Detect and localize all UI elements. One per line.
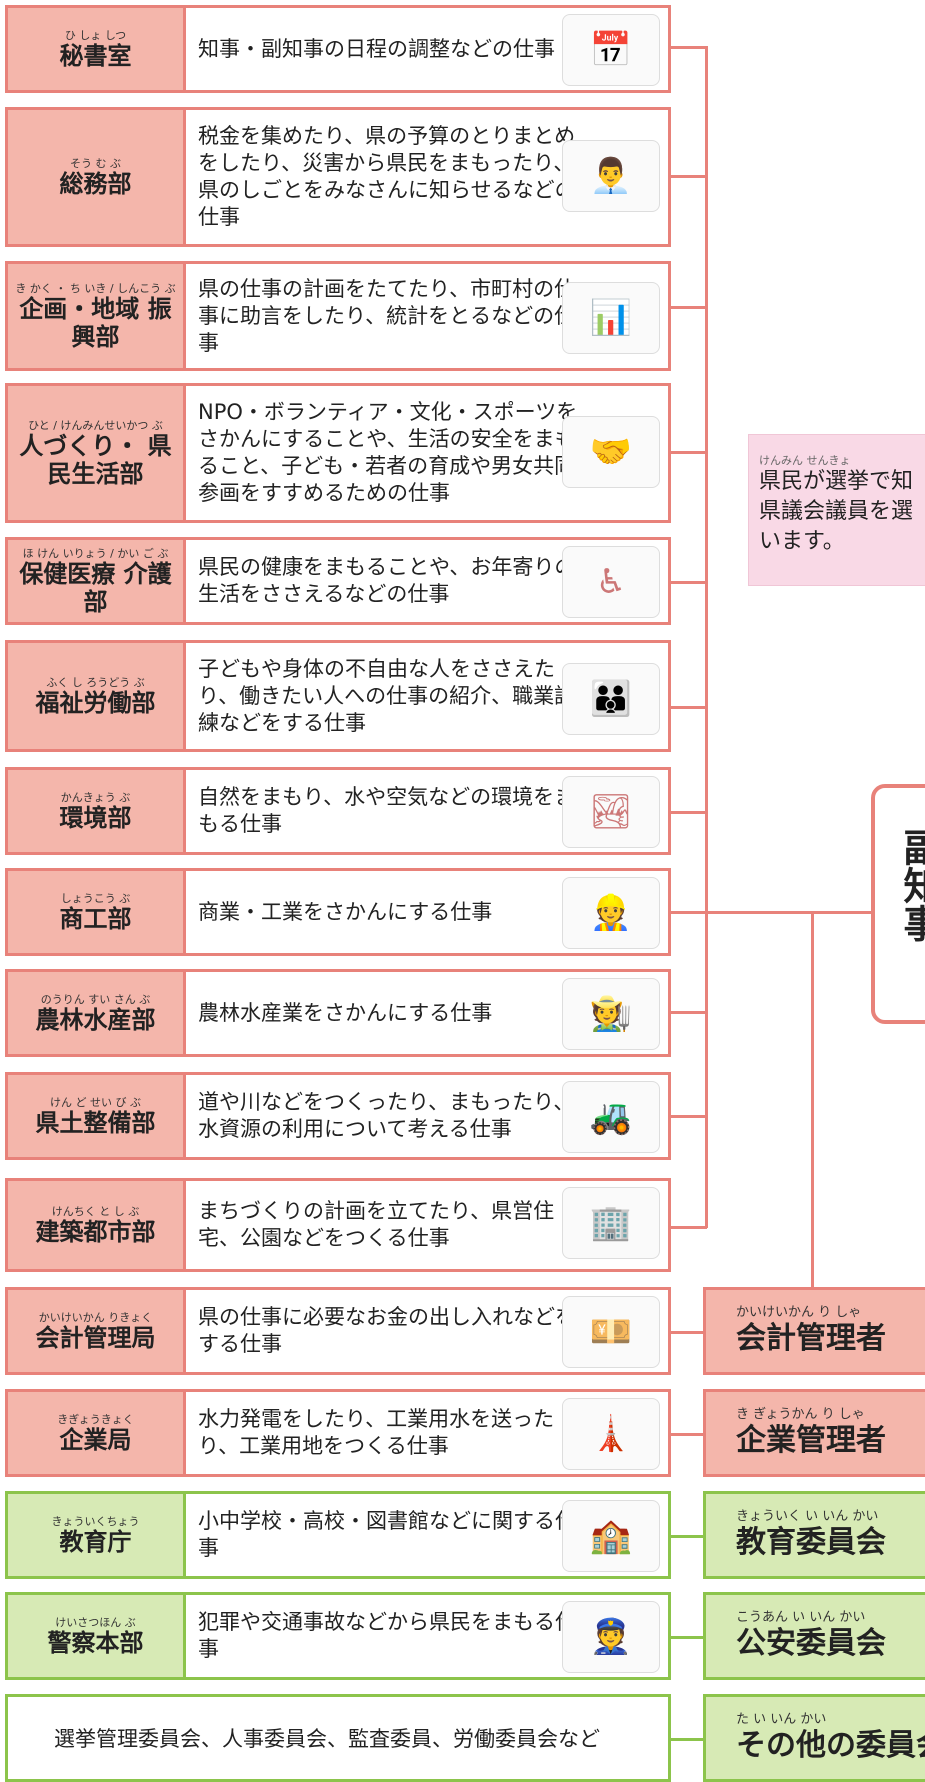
enterprise-link-line bbox=[671, 1433, 703, 1436]
dept-desc-commerce: 商業・工業をさかんにする仕事 👷 bbox=[186, 871, 668, 953]
police-link-line bbox=[671, 1636, 703, 1639]
dept-desc-health: 県民の健康をまもることや、お年寄りの生活をささえるなどの仕事 ♿ bbox=[186, 540, 668, 622]
dept-desc-community: NPO・ボランティア・文化・スポーツをさかんにすることや、生活の安全をまもること… bbox=[186, 386, 668, 520]
roller-icon: 🚜 bbox=[562, 1081, 660, 1153]
dept-name-community: ひと / けんみんせいかつ ぶ 人づくり・ 県民生活部 bbox=[8, 386, 186, 520]
dept-desc-environment: 自然をまもり、水や空気などの環境をまもる仕事 🏞 bbox=[186, 770, 668, 852]
dept-desc-welfare: 子どもや身体の不自由な人をささえたり、働きたい人への仕事の紹介、職業訓練などをす… bbox=[186, 643, 668, 749]
other-link-line bbox=[671, 1738, 703, 1741]
dept-row-architecture: けんちく と し ぶ 建築都市部 まちづくりの計画を立てたり、県営住宅、公園など… bbox=[5, 1178, 671, 1272]
branch-line bbox=[671, 175, 707, 178]
dept-name-commerce: しょうこう ぶ 商工部 bbox=[8, 871, 186, 953]
dept-name-land: けん ど せい び ぶ 県土整備部 bbox=[8, 1075, 186, 1157]
branch-line bbox=[671, 581, 707, 584]
dept-name-welfare: ふく し ろうどう ぶ 福祉労働部 bbox=[8, 643, 186, 749]
family-icon: 👪 bbox=[562, 663, 660, 735]
handshake-icon: 🤝 bbox=[562, 416, 660, 488]
committee-public-safety: こうあん い いん かい 公安委員会 bbox=[703, 1592, 925, 1680]
committee-accounting-manager: かいけいかん り しゃ 会計管理者 bbox=[703, 1287, 925, 1375]
dept-row-planning: き かく ・ ち いき / しんこう ぶ 企画・地域 振興部 県の仕事の計画をた… bbox=[5, 261, 671, 371]
calendar-icon: 📅 bbox=[562, 14, 660, 86]
dept-row-education: きょういくちょう 教育庁 小中学校・高校・図書館などに関する仕事 🏫 bbox=[5, 1491, 671, 1579]
branch-line bbox=[671, 811, 707, 814]
dept-name-police: けいさつほん ぶ 警察本部 bbox=[8, 1595, 186, 1677]
dept-row-secretary: ひ しょ しつ 秘書室 知事・副知事の日程の調整などの仕事 📅 bbox=[5, 5, 671, 93]
committee-education: きょういく い いん かい 教育委員会 bbox=[703, 1491, 925, 1579]
dept-desc-enterprise: 水力発電をしたり、工業用水を送ったり、工業用地をつくる仕事 🗼 bbox=[186, 1392, 668, 1474]
dept-desc-planning: 県の仕事の計画をたてたり、市町村の仕事に助言をしたり、統計をとるなどの仕事 📊 bbox=[186, 264, 668, 368]
dept-row-community: ひと / けんみんせいかつ ぶ 人づくり・ 県民生活部 NPO・ボランティア・文… bbox=[5, 383, 671, 523]
dept-name-accounting: かいけいかん りきょく 会計管理局 bbox=[8, 1290, 186, 1372]
school-icon: 🏫 bbox=[562, 1500, 660, 1572]
officer-icon: 👨‍💼 bbox=[562, 140, 660, 212]
election-note: けんみん せんきょ 県民が選挙で知 県議会議員を選 います。 bbox=[748, 434, 925, 586]
committee-other: た い いん かい その他の委員会 bbox=[703, 1694, 925, 1782]
vice-governor-box: 副知事 bbox=[871, 784, 925, 1024]
dept-row-agriculture: のうりん すい さん ぶ 農林水産部 農林水産業をさかんにする仕事 🧑‍🌾 bbox=[5, 969, 671, 1057]
dept-name-architecture: けんちく と し ぶ 建築都市部 bbox=[8, 1181, 186, 1269]
dept-name-agriculture: のうりん すい さん ぶ 農林水産部 bbox=[8, 972, 186, 1054]
branch-line bbox=[671, 1226, 707, 1229]
dept-row-environment: かんきょう ぶ 環境部 自然をまもり、水や空気などの環境をまもる仕事 🏞 bbox=[5, 767, 671, 855]
governor-drop-line bbox=[811, 911, 814, 1291]
dept-row-commerce: しょうこう ぶ 商工部 商業・工業をさかんにする仕事 👷 bbox=[5, 868, 671, 956]
dept-desc-police: 犯罪や交通事故などから県民をまもる仕事 👮 bbox=[186, 1595, 668, 1677]
committee-enterprise-manager: き ぎょうかん り しゃ 企業管理者 bbox=[703, 1389, 925, 1477]
building-icon: 🏢 bbox=[562, 1187, 660, 1259]
branch-line bbox=[671, 911, 707, 914]
education-link-line bbox=[671, 1535, 703, 1538]
branch-line bbox=[671, 306, 707, 309]
dept-row-general-affairs: そう む ぶ 総務部 税金を集めたり、県の予算のとりまとめをしたり、災害から県民… bbox=[5, 107, 671, 247]
dept-desc-agriculture: 農林水産業をさかんにする仕事 🧑‍🌾 bbox=[186, 972, 668, 1054]
dept-name-planning: き かく ・ ち いき / しんこう ぶ 企画・地域 振興部 bbox=[8, 264, 186, 368]
branch-line bbox=[671, 46, 707, 49]
other-committees-list: 選挙管理委員会、人事委員会、監査委員、労働委員会など bbox=[5, 1694, 671, 1782]
governor-link-line bbox=[707, 911, 871, 914]
dept-row-land: けん ど せい び ぶ 県土整備部 道や川などをつくったり、まもったり、水資源の… bbox=[5, 1072, 671, 1160]
dept-name-education: きょういくちょう 教育庁 bbox=[8, 1494, 186, 1576]
river-icon: 🏞 bbox=[562, 776, 660, 848]
dept-name-environment: かんきょう ぶ 環境部 bbox=[8, 770, 186, 852]
money-icon: 💴 bbox=[562, 1296, 660, 1368]
branch-line bbox=[671, 451, 707, 454]
dept-desc-general-affairs: 税金を集めたり、県の予算のとりまとめをしたり、災害から県民をまもったり、県のしご… bbox=[186, 110, 668, 244]
worker-icon: 👷 bbox=[562, 877, 660, 949]
dept-name-secretary: ひ しょ しつ 秘書室 bbox=[8, 8, 186, 90]
branch-line bbox=[671, 1011, 707, 1014]
branch-line bbox=[671, 1115, 707, 1118]
dept-row-enterprise: きぎょうきょく 企業局 水力発電をしたり、工業用水を送ったり、工業用地をつくる仕… bbox=[5, 1389, 671, 1477]
farmer-icon: 🧑‍🌾 bbox=[562, 978, 660, 1050]
dept-desc-education: 小中学校・高校・図書館などに関する仕事 🏫 bbox=[186, 1494, 668, 1576]
dept-desc-land: 道や川などをつくったり、まもったり、水資源の利用について考える仕事 🚜 bbox=[186, 1075, 668, 1157]
dept-desc-architecture: まちづくりの計画を立てたり、県営住宅、公園などをつくる仕事 🏢 bbox=[186, 1181, 668, 1269]
dept-name-general-affairs: そう む ぶ 総務部 bbox=[8, 110, 186, 244]
accounting-link-line bbox=[671, 1331, 703, 1334]
trunk-line bbox=[705, 46, 708, 1228]
wheelchair-icon: ♿ bbox=[562, 546, 660, 618]
tower-icon: 🗼 bbox=[562, 1398, 660, 1470]
dept-row-police: けいさつほん ぶ 警察本部 犯罪や交通事故などから県民をまもる仕事 👮 bbox=[5, 1592, 671, 1680]
police-icon: 👮 bbox=[562, 1601, 660, 1673]
chart-icon: 📊 bbox=[562, 282, 660, 354]
dept-row-health: ほ けん いりょう / かい ご ぶ 保健医療 介護部 県民の健康をまもることや… bbox=[5, 537, 671, 625]
dept-name-enterprise: きぎょうきょく 企業局 bbox=[8, 1392, 186, 1474]
dept-desc-secretary: 知事・副知事の日程の調整などの仕事 📅 bbox=[186, 8, 668, 90]
dept-row-accounting: かいけいかん りきょく 会計管理局 県の仕事に必要なお金の出し入れなどをする仕事… bbox=[5, 1287, 671, 1375]
branch-line bbox=[671, 706, 707, 709]
dept-name-health: ほ けん いりょう / かい ご ぶ 保健医療 介護部 bbox=[8, 540, 186, 622]
dept-desc-accounting: 県の仕事に必要なお金の出し入れなどをする仕事 💴 bbox=[186, 1290, 668, 1372]
dept-row-welfare: ふく し ろうどう ぶ 福祉労働部 子どもや身体の不自由な人をささえたり、働きた… bbox=[5, 640, 671, 752]
